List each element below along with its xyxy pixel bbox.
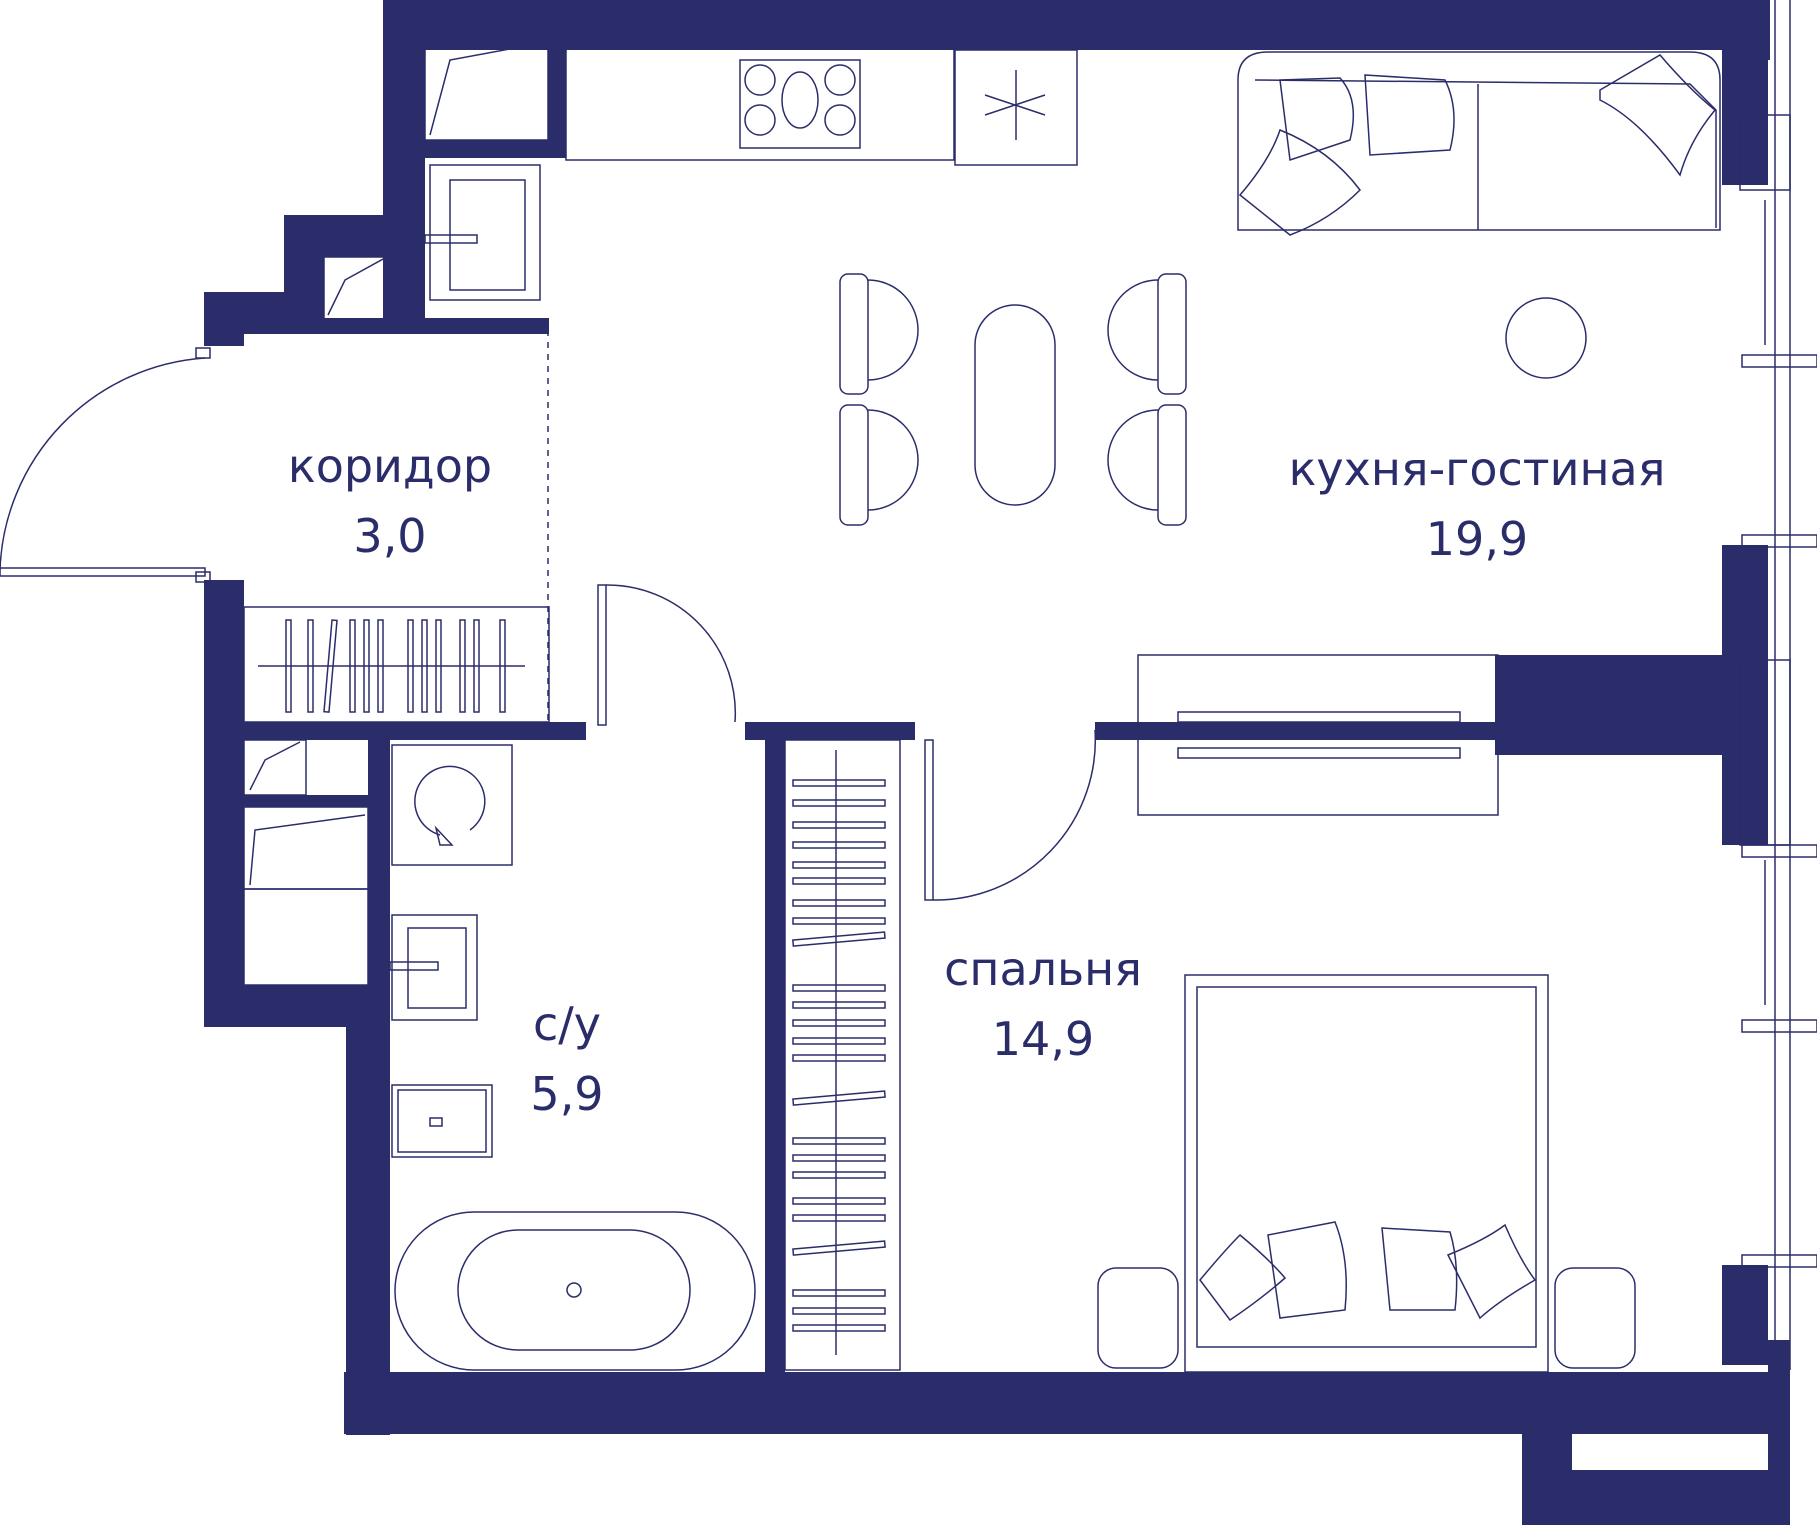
walls [204,0,1790,1525]
sofa [1237,51,1721,236]
dining-table [839,273,1187,526]
room-area-corridor: 3,0 [353,509,426,563]
room-name-kitchen-living: кухня-гостиная [1289,442,1666,496]
room-area-bathroom: 5,9 [530,1067,603,1121]
tv-unit [1137,654,1499,816]
room-area-kitchen-living: 19,9 [1426,512,1528,566]
kitchen-counter [565,39,1078,166]
shafts [323,39,549,320]
room-label-bathroom: с/у 5,9 [530,997,603,1121]
bedroom-wardrobe [784,739,901,1371]
room-name-bedroom: спальня [944,942,1142,996]
bathroom-fixtures [389,744,756,1371]
room-label-bedroom: спальня 14,9 [944,942,1142,1066]
room-area-bedroom: 14,9 [992,1012,1094,1066]
sink [424,164,541,301]
coffee-table [1505,297,1587,379]
room-name-corridor: коридор [288,439,492,493]
utility-cabinets [243,739,369,986]
room-label-corridor: коридор 3,0 [288,439,492,563]
windows [1739,0,1817,1370]
doors [0,330,1097,901]
room-label-kitchen-living: кухня-гостиная 19,9 [1289,442,1666,566]
room-name-bathroom: с/у [533,997,601,1051]
bed [1097,974,1636,1373]
hall-wardrobe [243,606,550,723]
